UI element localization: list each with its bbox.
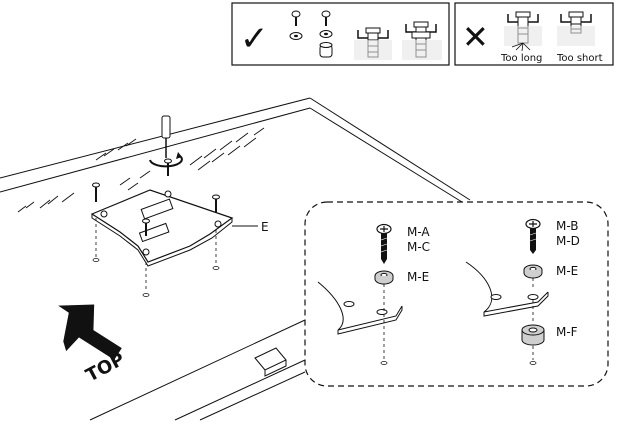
washer-m-e-right-icon [523, 264, 543, 279]
label-m-c: M-C [407, 240, 430, 254]
label-m-b: M-B [556, 219, 579, 233]
info-panel: ✓ [231, 2, 614, 66]
top-arrow-icon [58, 304, 122, 360]
plate-screws [92, 158, 220, 236]
correct-fit-icon-2 [402, 21, 442, 60]
wrong-mark: ✕ [462, 18, 489, 56]
bottom-bracket [254, 347, 287, 377]
label-m-e-right: M-E [556, 264, 578, 278]
mounting-holes-main [92, 258, 220, 297]
label-m-f: M-F [556, 325, 578, 339]
screw-with-washer-icon [289, 10, 303, 40]
top-label: TOP [82, 349, 128, 387]
adapter-plate-e [90, 189, 234, 267]
detail-left: M-A M-C M-E [317, 223, 430, 365]
guide-lines-main [95, 218, 217, 292]
spacer-m-f-icon [521, 324, 545, 346]
label-m-d: M-D [556, 234, 580, 248]
correct-fit-icon-1 [354, 27, 392, 60]
too-short-icon [557, 11, 595, 46]
too-long-label: Too long [500, 53, 542, 64]
detail-right: M-B M-D M-E M-F [465, 218, 580, 365]
label-m-e-left: M-E [407, 270, 429, 284]
too-long-icon [504, 11, 542, 52]
vent-slots [17, 127, 265, 213]
washer-m-e-left-icon [374, 270, 394, 285]
label-m-a: M-A [407, 225, 430, 239]
screw-m-a-icon [376, 223, 392, 264]
tv-back-panel [0, 97, 471, 421]
screw-with-spacer-icon [319, 10, 333, 58]
too-short-label: Too short [556, 53, 603, 64]
screwdriver-icon [149, 115, 183, 168]
screw-m-b-icon [525, 218, 541, 254]
correct-mark: ✓ [240, 19, 269, 59]
plate-label: E [261, 220, 269, 234]
